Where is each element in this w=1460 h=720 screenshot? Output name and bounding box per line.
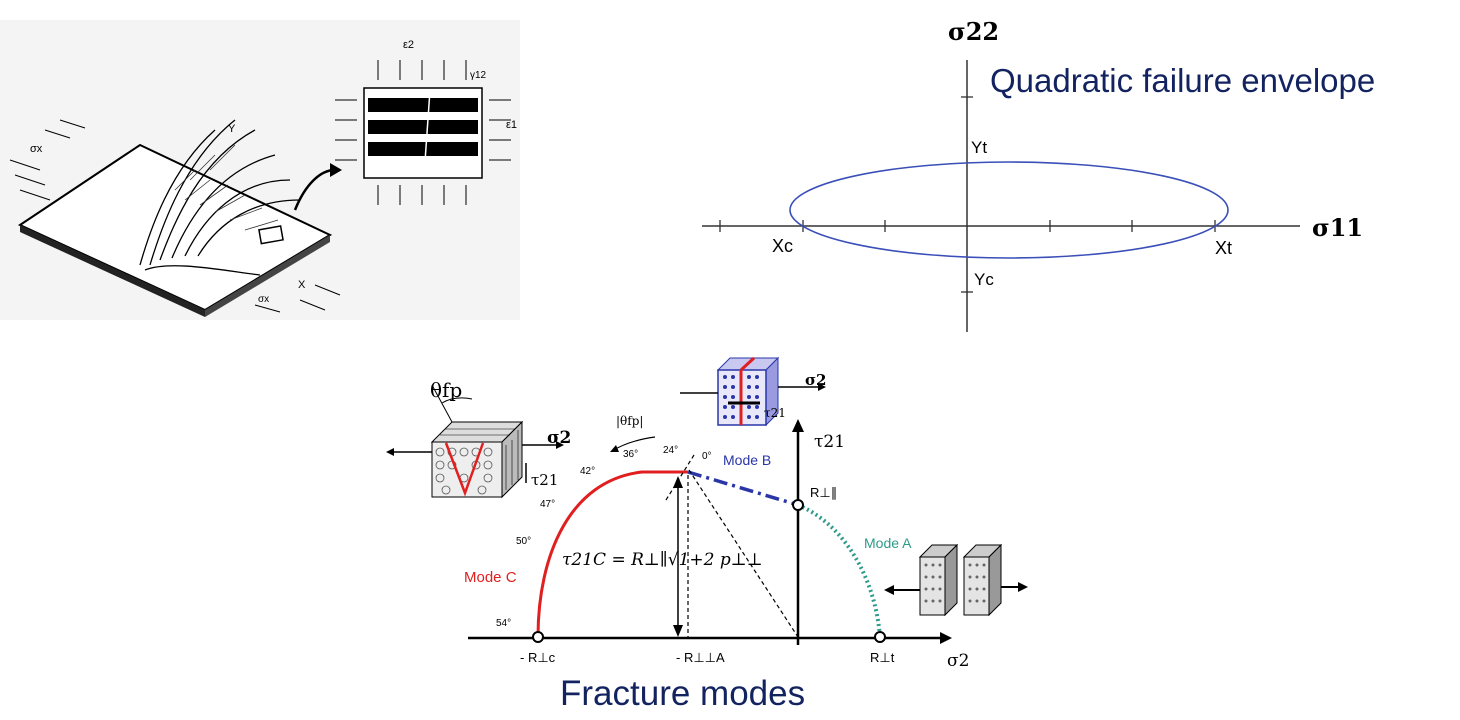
tick-r-c: - R⊥c: [520, 650, 556, 665]
failure-envelope-plot: σ22 σ11 Yt Yc Xc Xt: [702, 17, 1363, 332]
sigma11-label: σ11: [1312, 213, 1363, 242]
inset-c-tau21: τ21: [531, 471, 558, 489]
label-y: Y: [228, 123, 236, 135]
yt-label: Yt: [971, 138, 987, 157]
mode-a-curve: [797, 503, 882, 638]
laminate-illustration: σx Y X σx ε2 ε1 γ12: [0, 20, 520, 320]
xt-label: Xt: [1215, 238, 1232, 258]
label-sigma-x-left: σx: [30, 143, 43, 155]
fracture-modes-diagram: τ21 σ2 - R⊥c - R⊥⊥A R⊥t R⊥∥ Mode A Mode …: [386, 356, 1028, 671]
angle-42: 42°: [580, 466, 595, 477]
angle-47: 47°: [540, 499, 555, 510]
tick-r-par: R⊥∥: [810, 485, 837, 500]
xc-label: Xc: [772, 236, 793, 256]
mode-b-inset: σ2 τ21: [680, 356, 827, 427]
mode-b-label: Mode B: [723, 452, 771, 468]
yc-label: Yc: [974, 270, 994, 289]
inset-b-sigma2: σ2: [805, 371, 827, 389]
angle-50: 50°: [516, 536, 531, 547]
inset-b-tau21: τ21: [764, 406, 786, 420]
label-gamma12: γ12: [470, 70, 487, 81]
tau21-label: τ21: [814, 432, 845, 452]
sigma22-label: σ22: [948, 17, 999, 46]
mode-b-curve: [687, 470, 799, 507]
label-sigma-x-bottom: σx: [258, 294, 269, 305]
angle-54: 54°: [496, 618, 511, 629]
label-x: X: [298, 279, 306, 291]
inset-c-sigma2: σ2: [547, 428, 571, 448]
fracture-modes-title: Fracture modes: [560, 674, 806, 713]
mode-c-label: Mode C: [464, 569, 517, 586]
tick-r-t: R⊥t: [870, 650, 895, 665]
tick-r-a: - R⊥⊥A: [676, 650, 725, 665]
angle-36: 36°: [623, 449, 638, 460]
label-eps2: ε2: [403, 39, 414, 51]
mode-a-label: Mode A: [864, 535, 912, 551]
envelope-title: Quadratic failure envelope: [990, 62, 1376, 99]
sigma2-label: σ2: [947, 651, 969, 671]
angle-0: 0°: [702, 451, 712, 462]
formula: τ21C = R⊥∥√1+2 p⊥⊥: [562, 550, 763, 570]
label-eps1: ε1: [506, 119, 517, 131]
angle-24: 24°: [663, 445, 678, 456]
mode-c-inset: σ2 τ21: [386, 384, 571, 499]
mode-c-curve: [536, 470, 688, 638]
failure-envelope-curve: [789, 161, 1229, 259]
theta-abs-label: |θfp|: [616, 414, 643, 428]
mode-a-inset: [884, 543, 1028, 617]
